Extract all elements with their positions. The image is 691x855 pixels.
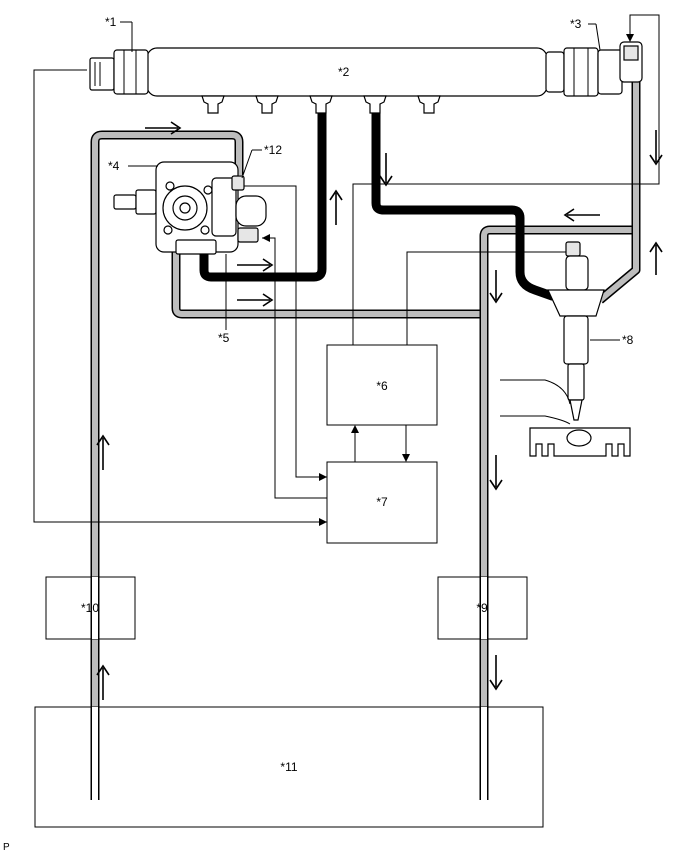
callout-1: *1 xyxy=(105,15,117,29)
flow-arrow-supply-up-2 xyxy=(96,664,110,700)
callout-8: *8 xyxy=(622,333,634,347)
supply-pump xyxy=(113,161,267,255)
pass-through-lines xyxy=(90,577,489,800)
callout-5: *5 xyxy=(218,331,230,345)
block-7-label: *7 xyxy=(376,495,388,509)
pump-return-line xyxy=(171,250,484,319)
flow-arrow-hp-up xyxy=(329,189,343,225)
rail-to-injector-pipe xyxy=(371,103,557,301)
block-10-label: *10 xyxy=(81,601,99,615)
fuel-return-line xyxy=(479,225,636,800)
flow-arrow-return-down-3 xyxy=(489,655,503,691)
flow-arrow-hp-down xyxy=(379,153,393,187)
flow-arrow-hp-right xyxy=(237,258,274,272)
pump-to-rail-pipe xyxy=(199,103,327,282)
flow-arrow-supply-up-1 xyxy=(96,434,110,470)
flow-arrow-return-left xyxy=(563,208,600,222)
signal-wires xyxy=(33,14,660,526)
flow-arrow-discharge-down xyxy=(649,130,663,166)
fuel-pressure-sensor xyxy=(89,49,149,95)
callout-leaders xyxy=(120,21,620,341)
corner-mark: P xyxy=(3,842,10,853)
injector xyxy=(547,241,605,421)
rail-outlets xyxy=(201,95,441,114)
callout-4: *4 xyxy=(108,159,120,173)
flow-arrow-return-down-2 xyxy=(489,455,503,491)
block-6-label: *6 xyxy=(376,379,388,393)
callout-2: *2 xyxy=(338,65,350,79)
common-rail xyxy=(146,47,548,114)
flow-arrow-injector-up xyxy=(649,241,663,275)
block-11-label: *11 xyxy=(280,760,297,774)
fuel-supply-line xyxy=(90,130,244,800)
flow-arrow-return-right xyxy=(237,293,274,307)
block-9-label: *9 xyxy=(476,601,488,615)
flow-arrow-supply-right xyxy=(145,121,182,135)
block-7 xyxy=(326,461,438,544)
block-11 xyxy=(34,706,544,828)
callout-12: *12 xyxy=(264,143,282,157)
callout-3: *3 xyxy=(570,17,582,31)
pressure-discharge-valve xyxy=(545,41,643,97)
discharge-valve-return-line xyxy=(597,80,641,304)
block-6 xyxy=(326,344,438,426)
flow-arrow-return-down-1 xyxy=(489,270,503,304)
engine-cylinder xyxy=(500,379,631,457)
